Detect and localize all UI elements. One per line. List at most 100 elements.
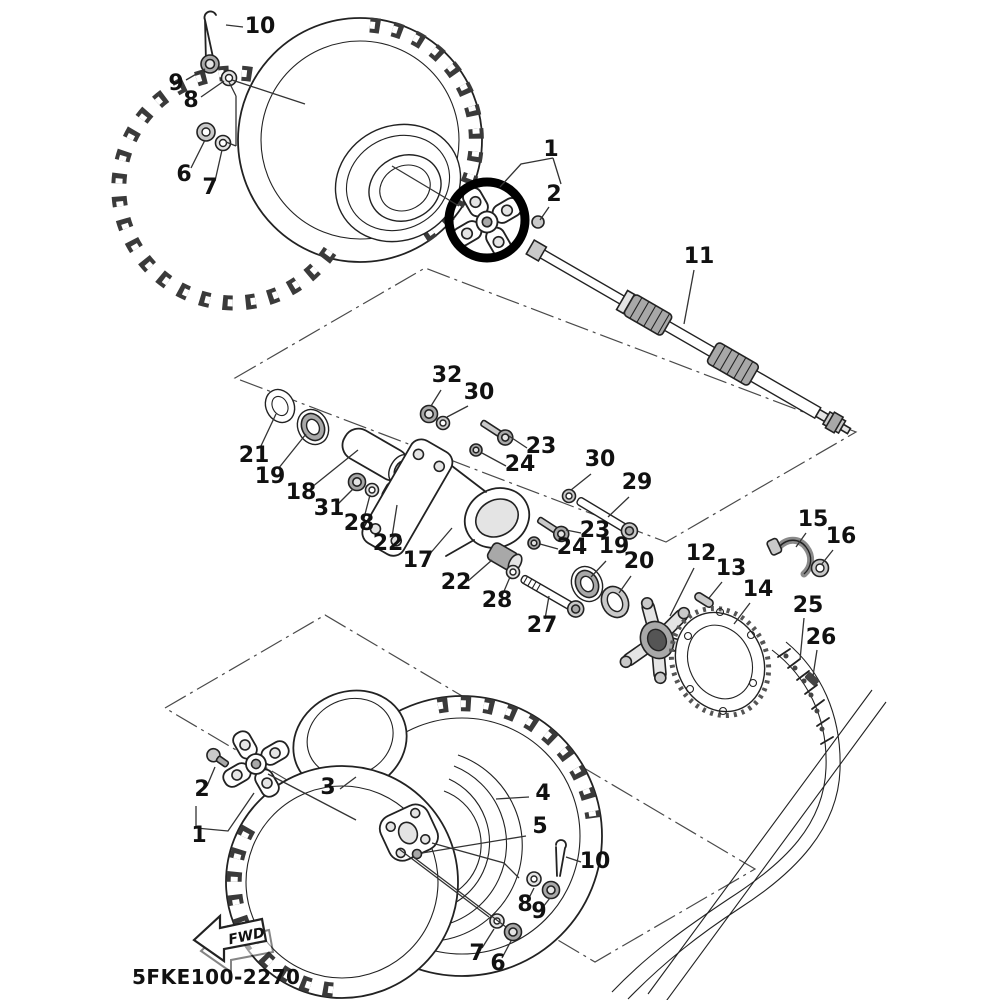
valve-5 bbox=[411, 848, 423, 860]
master-link-26 bbox=[804, 672, 820, 686]
part-code: 5FKE100-2270 bbox=[132, 965, 300, 989]
callout-15: 15 bbox=[798, 507, 829, 532]
leader-line-16 bbox=[820, 549, 834, 566]
callout-4: 4 bbox=[535, 781, 550, 806]
leader-line-19 bbox=[277, 433, 307, 470]
callout-24: 24 bbox=[557, 535, 588, 560]
leader-line-32 bbox=[430, 389, 442, 407]
leader-line-5 bbox=[421, 835, 527, 854]
fwd-label: FWD bbox=[227, 925, 266, 948]
wheel-hub-plate-bottom bbox=[378, 803, 439, 862]
leader-line-4 bbox=[495, 796, 530, 800]
leader-line-8 bbox=[200, 80, 225, 98]
drive-chain bbox=[611, 641, 887, 1000]
callout-13: 13 bbox=[716, 556, 747, 581]
callout-32: 32 bbox=[432, 363, 463, 388]
callout-22: 22 bbox=[373, 531, 404, 556]
callout-19: 19 bbox=[599, 534, 630, 559]
leader-lines bbox=[195, 79, 562, 928]
leader-line-23 bbox=[508, 435, 528, 449]
leader-line-22 bbox=[391, 504, 398, 538]
leader-line-9 bbox=[542, 897, 551, 908]
callout-19: 19 bbox=[255, 464, 286, 489]
pin-13 bbox=[694, 592, 714, 608]
leader-line-2 bbox=[539, 206, 550, 221]
callout-7: 7 bbox=[469, 941, 484, 966]
leader-line-10 bbox=[565, 856, 582, 863]
bolt-23b bbox=[536, 516, 570, 543]
callout-22: 22 bbox=[441, 570, 472, 595]
callout-6: 6 bbox=[176, 162, 191, 187]
fwd-arrow: FWD bbox=[192, 913, 275, 974]
tire-bottom-left bbox=[225, 765, 459, 999]
leader-line-10 bbox=[225, 24, 244, 28]
leader-line-19 bbox=[590, 560, 607, 578]
leader-line-18 bbox=[311, 449, 359, 488]
leader-line-27 bbox=[544, 595, 550, 620]
seal-21 bbox=[264, 388, 296, 424]
upper-assembly-box bbox=[233, 267, 858, 543]
callout-8: 8 bbox=[517, 892, 532, 917]
callout-3: 3 bbox=[320, 775, 335, 800]
callout-29: 29 bbox=[622, 470, 653, 495]
callout-25: 25 bbox=[793, 593, 824, 618]
callout-30: 30 bbox=[585, 447, 616, 472]
callout-10: 10 bbox=[245, 14, 276, 39]
bearing-housing-17 bbox=[361, 438, 531, 557]
leader-line-20 bbox=[618, 575, 632, 594]
callout-1: 1 bbox=[543, 137, 558, 162]
tire-top bbox=[111, 17, 484, 311]
bolt-23a bbox=[480, 419, 514, 446]
leader-line-29 bbox=[607, 496, 630, 518]
leader-line-24 bbox=[481, 452, 507, 467]
callout-11: 11 bbox=[684, 244, 715, 269]
washer-8-top-hole bbox=[224, 73, 234, 83]
leader-line-13 bbox=[708, 581, 723, 599]
leader-line-28 bbox=[363, 494, 371, 519]
leader-line-7 bbox=[481, 928, 495, 949]
callout-23: 23 bbox=[580, 518, 611, 543]
leader-line-28 bbox=[501, 576, 511, 597]
leader-line-8 bbox=[527, 887, 535, 901]
callout-20: 20 bbox=[624, 549, 655, 574]
leader-line-11 bbox=[683, 269, 695, 325]
leader-line-17 bbox=[427, 527, 453, 557]
bolt-2-bottom bbox=[206, 747, 230, 768]
callout-24: 24 bbox=[505, 452, 536, 477]
washer-7-top-hole bbox=[218, 138, 228, 148]
highlight-ring bbox=[444, 177, 530, 263]
callout-1: 1 bbox=[191, 823, 206, 848]
leader-line-22 bbox=[467, 559, 493, 582]
axle-shaft bbox=[525, 238, 852, 435]
callout-18: 18 bbox=[286, 480, 317, 505]
callout-14: 14 bbox=[743, 577, 774, 602]
leader-line-24 bbox=[539, 543, 559, 550]
callout-16: 16 bbox=[826, 524, 857, 549]
leader-line-21 bbox=[259, 413, 277, 449]
leader-line-30 bbox=[446, 405, 469, 418]
leader-line-30 bbox=[570, 473, 592, 491]
callout-27: 27 bbox=[527, 613, 558, 638]
leader-line-31 bbox=[337, 488, 354, 505]
cotter-pin-10-bottom bbox=[555, 839, 567, 877]
callout-21: 21 bbox=[239, 443, 270, 468]
chain-guide-15 bbox=[766, 536, 815, 578]
callout-6: 6 bbox=[490, 951, 505, 976]
bolt-27 bbox=[520, 574, 585, 618]
callout-5: 5 bbox=[532, 814, 547, 839]
callout-17: 17 bbox=[403, 548, 434, 573]
callout-23: 23 bbox=[526, 434, 557, 459]
callout-28: 28 bbox=[344, 511, 375, 536]
callout-10: 10 bbox=[580, 849, 611, 874]
callout-9: 9 bbox=[531, 899, 546, 924]
callout-2: 2 bbox=[194, 777, 209, 802]
callout-7: 7 bbox=[202, 175, 217, 200]
callout-8: 8 bbox=[183, 88, 198, 113]
leader-line-6 bbox=[501, 940, 512, 959]
callout-28: 28 bbox=[482, 588, 513, 613]
leader-line-6 bbox=[190, 139, 206, 169]
leader-line-12 bbox=[669, 567, 695, 617]
callout-9: 9 bbox=[168, 71, 183, 96]
